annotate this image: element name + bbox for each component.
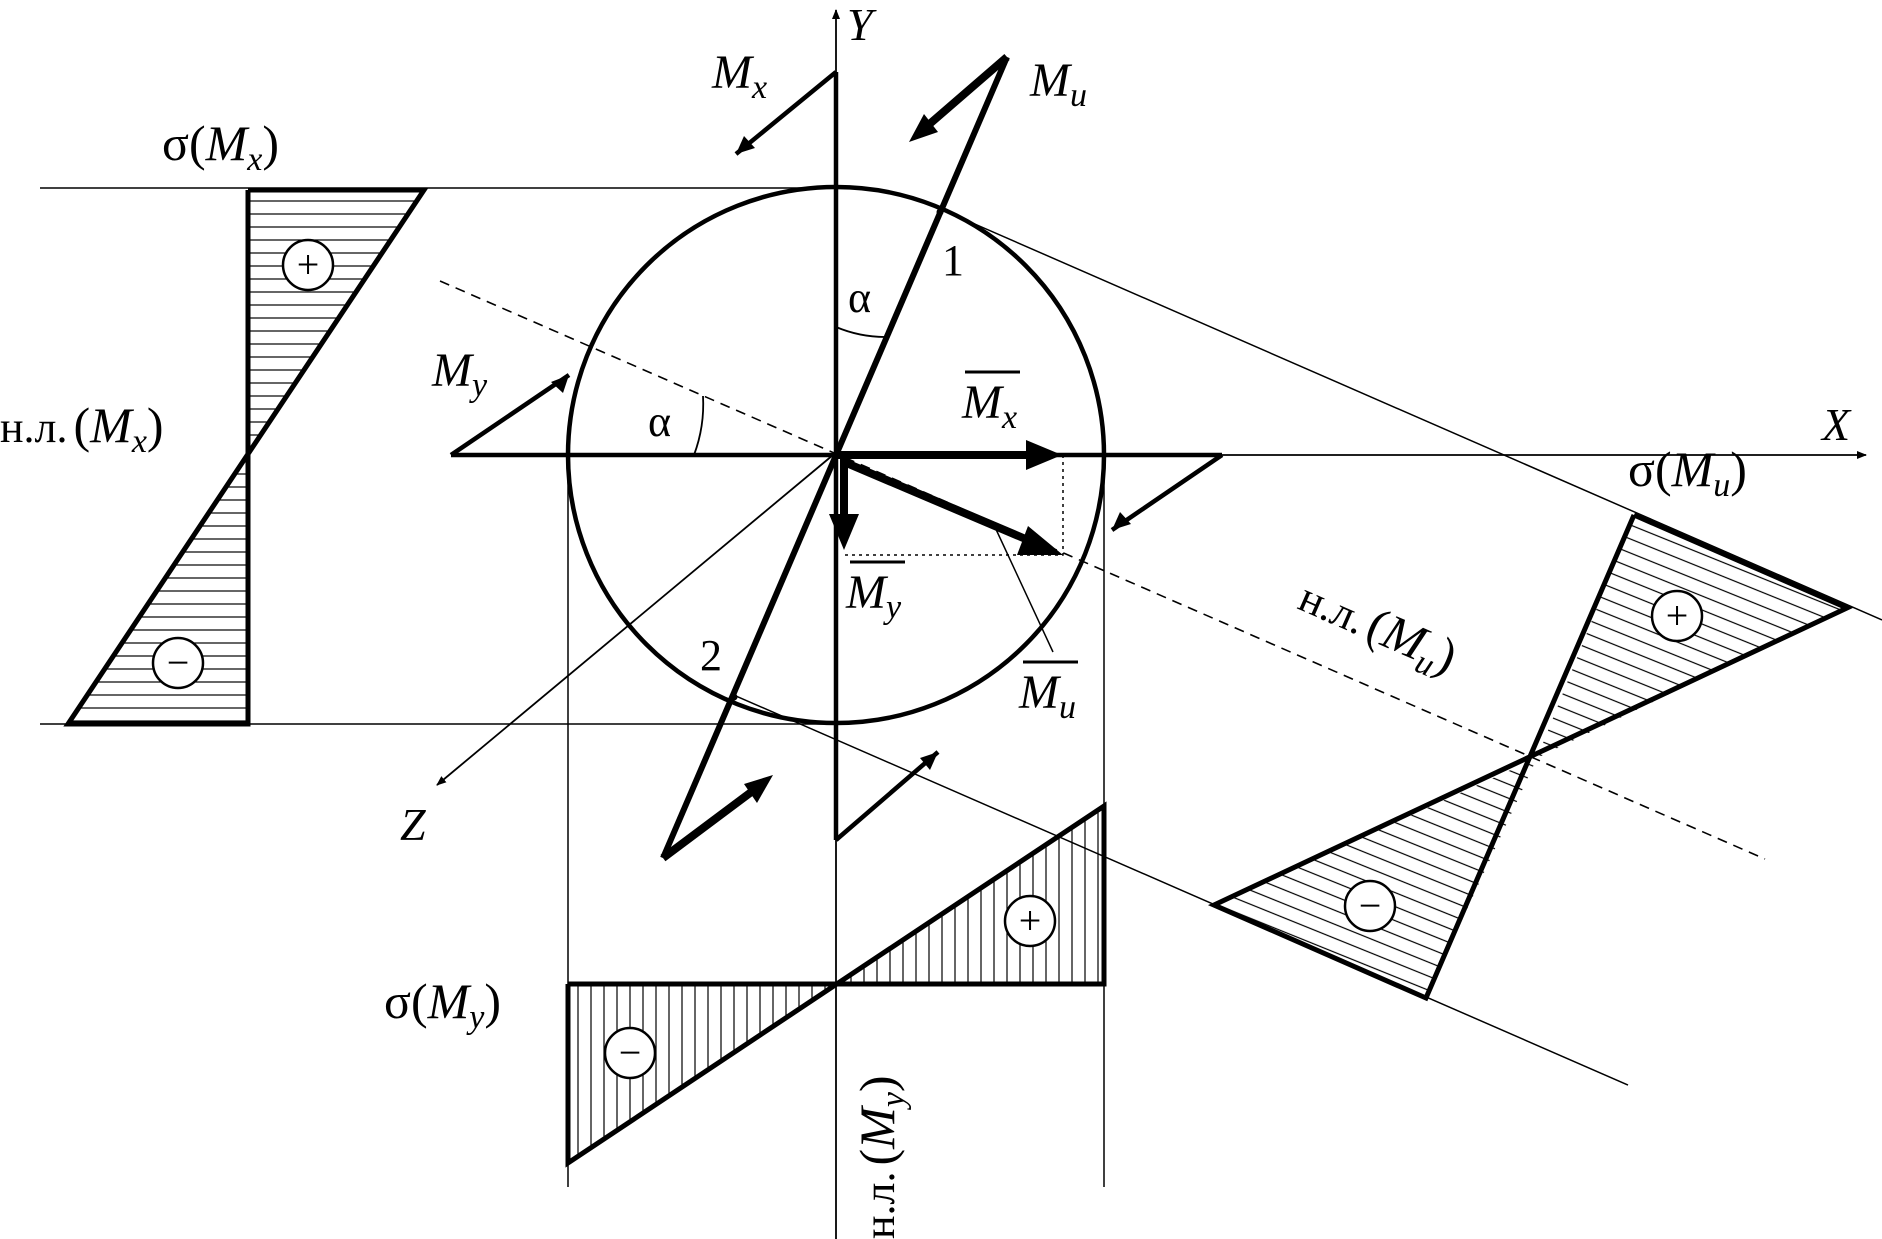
point-1-label: 1: [942, 236, 964, 285]
my-bar-arrowhead: [829, 514, 859, 550]
stress-diagram-mx: + −: [63, 187, 429, 727]
mu-bar-leader: [993, 524, 1054, 653]
stress-diagram-my: − +: [565, 801, 1107, 1168]
mu-bottom-arrowhead: [744, 775, 773, 803]
mu-bar-vector: [842, 458, 1037, 547]
my-minus-circle: [603, 1026, 657, 1080]
mx-top-arrowhead: [736, 136, 755, 154]
alpha-vertical-label: α: [848, 273, 871, 322]
mu-bar-label: Mu: [1018, 660, 1078, 726]
svg-text:Mu: Mu: [1018, 666, 1076, 726]
alpha-arc-horizontal: [693, 395, 705, 456]
mu-top-stroke: [915, 53, 1010, 138]
nl-my-label: н.л.(My): [849, 1075, 912, 1239]
mu-projection-upper: [937, 207, 1882, 621]
svg-text:My: My: [845, 566, 902, 626]
z-axis-label: Z: [400, 799, 426, 850]
stress-diagram-mu: + −: [1207, 512, 1854, 1002]
my-plus-sign: +: [1019, 898, 1042, 943]
mu-moment-label: Mu: [1029, 54, 1087, 114]
neutral-line-mu: [439, 280, 1766, 860]
my-left-arrowhead: [551, 375, 569, 393]
x-axis-label: X: [1820, 399, 1852, 450]
sigma-mu-label: σ(Mu): [1628, 441, 1747, 504]
mx-bottom-arrowhead: [920, 752, 938, 770]
vector-decomposition-dotted: [844, 455, 1064, 556]
mu-plus-sign: +: [1666, 593, 1689, 638]
my-bar-label: My: [845, 560, 905, 626]
my-right-arrowhead: [1112, 512, 1131, 530]
svg-text:Mx: Mx: [961, 376, 1017, 436]
z-axis: [436, 454, 834, 786]
point-2-dot: [730, 693, 738, 701]
my-moment-label: My: [431, 344, 488, 404]
my-plus-circle: [1003, 894, 1057, 948]
my-minus-sign: −: [619, 1030, 642, 1075]
mu-bar-arrowhead: [1017, 526, 1063, 555]
mu-minus-circle: [1343, 879, 1397, 933]
mx-minus-sign: −: [167, 640, 190, 685]
mu-bottom-stroke: [660, 780, 765, 862]
point-2-label: 2: [700, 631, 722, 680]
mu-diagram-outline: [1207, 512, 1854, 1002]
mx-plus-circle: [281, 238, 335, 292]
mx-plus-sign: +: [297, 242, 320, 287]
point-1-dot: [936, 208, 944, 216]
mx-diagram-outline: [63, 187, 429, 727]
sigma-my-label: σ(My): [384, 973, 501, 1036]
mx-bottom-stroke: [834, 750, 940, 842]
sigma-mx-label: σ(Mx): [162, 115, 279, 178]
my-diagram-outline: [565, 801, 1107, 1168]
my-right-stroke: [1110, 453, 1224, 532]
mu-projection-lower: [735, 695, 1629, 1086]
y-axis-label: Y: [847, 0, 877, 50]
mu-minus-sign: −: [1359, 883, 1382, 928]
alpha-horizontal-label: α: [648, 397, 671, 446]
nl-mx-label: н.л.(Mx): [0, 397, 164, 460]
mu-plus-circle: [1650, 589, 1704, 643]
nl-mu-label: н.л.(Mu): [1289, 567, 1466, 691]
mu-negative-fill: [1214, 758, 1537, 998]
mx-bar-label: Mx: [961, 370, 1020, 436]
my-left-stroke: [449, 373, 571, 457]
mx-bar-arrowhead: [1026, 440, 1062, 470]
mx-minus-circle: [151, 636, 205, 690]
mu-load-plane: [660, 55, 1010, 860]
mx-moment-label: Mx: [711, 46, 767, 106]
mu-top-arrowhead: [909, 114, 938, 142]
alpha-arc-vertical: [835, 326, 886, 338]
mx-top-stroke: [734, 70, 838, 156]
